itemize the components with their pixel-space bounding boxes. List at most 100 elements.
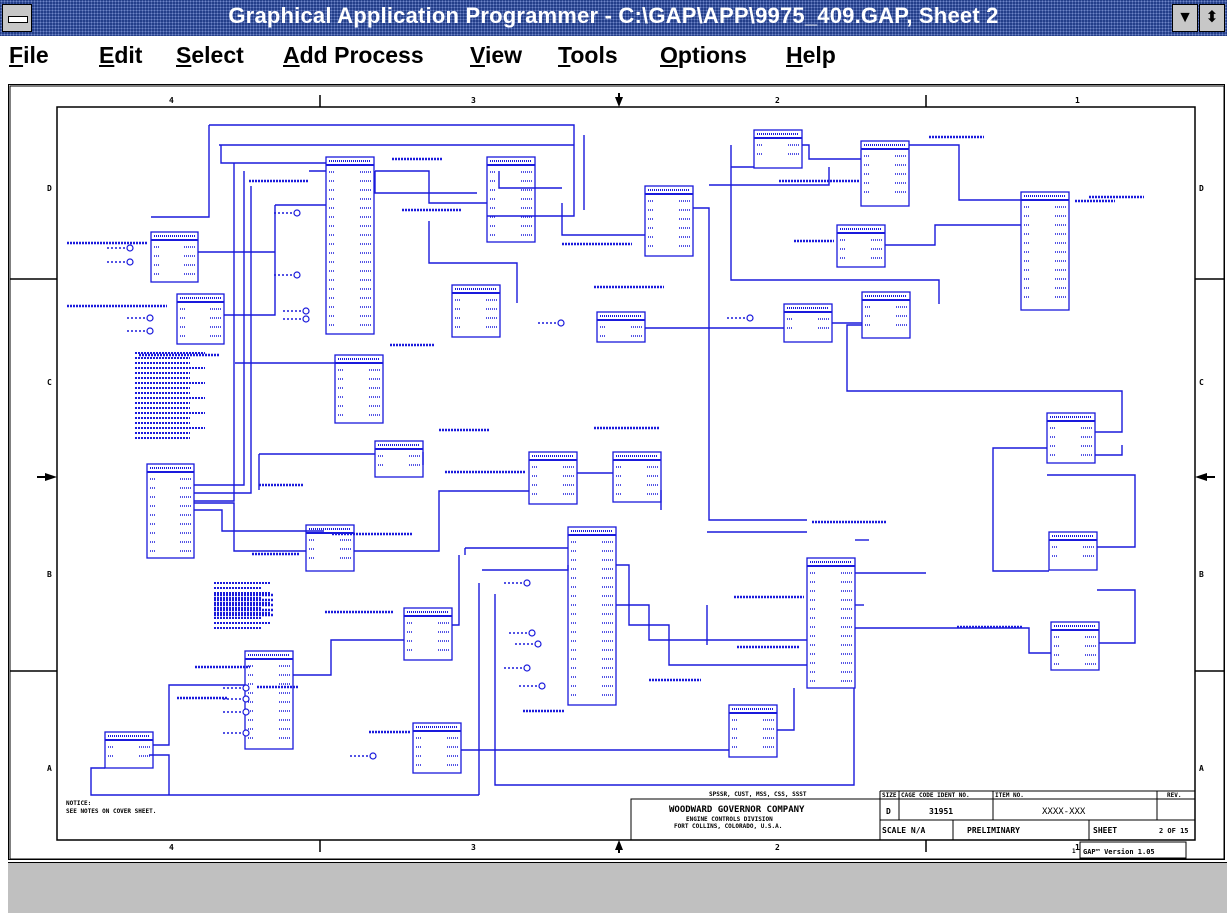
process-block[interactable]: [567, 526, 617, 706]
menu-file[interactable]: File: [9, 42, 49, 68]
connector-node: [528, 629, 536, 637]
connector-node: [146, 314, 154, 322]
center-markers: [37, 93, 1215, 853]
connector-node: [557, 319, 565, 327]
menu-add-process[interactable]: Add Process: [283, 42, 424, 68]
schematic-sheet[interactable]: 4 3 2 1 4 3 2 1 D C B A D C B A NOTICE: …: [9, 85, 1226, 861]
window-title: Graphical Application Programmer - C:\GA…: [228, 3, 999, 28]
zone-col-bottom-3: 3: [471, 843, 476, 852]
connector-node: [523, 664, 531, 672]
process-block[interactable]: [244, 650, 294, 750]
title-block: [630, 790, 1196, 859]
restore-arrows-icon: ⬍: [1205, 9, 1219, 26]
connector-node: [523, 579, 531, 587]
connector-node: [126, 244, 134, 252]
title-item-no: XXXX-XXX: [1042, 807, 1086, 817]
connector-node: [746, 314, 754, 322]
version-mark: 1: [1072, 848, 1076, 855]
connector-node: [302, 307, 310, 315]
signal-wire: [194, 171, 245, 486]
signal-wire: [846, 324, 1123, 433]
sheet-inner-border: [56, 106, 1196, 841]
process-block[interactable]: [644, 185, 694, 257]
title-rev-hdr: REV.: [1167, 792, 1181, 799]
signal-wire: [1095, 445, 1123, 456]
zone-col-bottom-2: 2: [775, 843, 780, 852]
signal-wire: [428, 221, 518, 303]
signal-wire: [452, 555, 460, 626]
connector-node: [369, 752, 377, 760]
process-block[interactable]: [806, 557, 856, 689]
minimize-button[interactable]: ▼: [1172, 4, 1198, 32]
schematic-diagram[interactable]: [67, 124, 1144, 796]
system-menu-button[interactable]: [2, 4, 32, 32]
signal-wire: [482, 565, 569, 571]
zone-dividers: [10, 95, 1224, 852]
signal-wire: [693, 207, 807, 521]
signal-wire: [909, 144, 1021, 201]
signal-wire: [220, 145, 326, 164]
menu-edit[interactable]: Edit: [99, 42, 143, 68]
zone-col-top-3: 3: [471, 96, 476, 105]
process-block[interactable]: [305, 524, 355, 572]
zone-row-left-d: D: [47, 184, 52, 193]
menu-bar: File Edit Select Add Process View Tools …: [0, 36, 1227, 74]
sheet-outer-border: [9, 85, 1225, 860]
zone-row-left-b: B: [47, 570, 52, 579]
zone-row-left-a: A: [47, 764, 52, 773]
signal-wire: [494, 594, 855, 786]
signal-wire: [293, 639, 404, 676]
signal-wire: [374, 171, 477, 194]
connector-node: [534, 640, 542, 648]
signal-wire: [194, 186, 252, 494]
zone-row-right-b: B: [1199, 570, 1204, 579]
title-size: D: [886, 807, 891, 816]
zone-row-right-c: C: [1199, 378, 1204, 387]
signal-wire: [90, 767, 479, 796]
process-block[interactable]: [146, 463, 195, 559]
title-item-hdr: ITEM NO.: [995, 792, 1024, 799]
restore-button[interactable]: ⬍: [1199, 4, 1225, 32]
signal-wire: [561, 203, 645, 236]
menu-select[interactable]: Select: [176, 42, 244, 68]
title-sheet-of: 2 OF 15: [1159, 827, 1189, 835]
drawing-canvas[interactable]: 4 3 2 1 4 3 2 1 D C B A D C B A NOTICE: …: [8, 84, 1225, 860]
process-block[interactable]: [753, 129, 803, 169]
connector-node: [242, 708, 250, 716]
signal-wire: [1097, 589, 1136, 644]
title-cage-hdr: CAGE CODE IDENT NO.: [901, 792, 970, 799]
process-block[interactable]: [104, 731, 154, 769]
minimize-arrow-icon: ▼: [1177, 9, 1193, 26]
process-block[interactable]: [861, 291, 911, 339]
connector-node: [302, 315, 310, 323]
zone-row-right-d: D: [1199, 184, 1204, 193]
zone-col-bottom-4: 4: [169, 843, 174, 852]
process-block[interactable]: [374, 440, 424, 478]
title-division: ENGINE CONTROLS DIVISION: [686, 816, 773, 823]
menu-options[interactable]: Options: [660, 42, 747, 68]
signal-wire: [153, 684, 245, 746]
menu-help[interactable]: Help: [786, 42, 836, 68]
signal-wire: [194, 502, 306, 552]
title-bar[interactable]: Graphical Application Programmer - C:\GA…: [0, 0, 1227, 36]
connector-node: [242, 684, 250, 692]
title-sheet-label: SHEET: [1093, 826, 1117, 835]
signal-wire: [777, 688, 795, 731]
connector-node: [293, 209, 301, 217]
process-block[interactable]: [836, 224, 886, 268]
signal-wire: [354, 490, 529, 552]
signal-wire: [194, 509, 324, 532]
signal-wire: [885, 224, 1021, 246]
signal-wire: [730, 145, 940, 304]
connector-node: [242, 695, 250, 703]
menu-view[interactable]: View: [470, 42, 523, 68]
process-block[interactable]: [325, 156, 375, 335]
menu-tools[interactable]: Tools: [558, 42, 618, 68]
process-block[interactable]: [1020, 191, 1070, 311]
process-block[interactable]: [334, 354, 384, 424]
title-status: PRELIMINARY: [967, 826, 1020, 835]
title-address: FORT COLLINS, COLORADO, U.S.A.: [674, 823, 782, 830]
process-block[interactable]: [1048, 531, 1098, 571]
signal-wire: [1047, 474, 1136, 548]
process-block[interactable]: [783, 303, 833, 343]
